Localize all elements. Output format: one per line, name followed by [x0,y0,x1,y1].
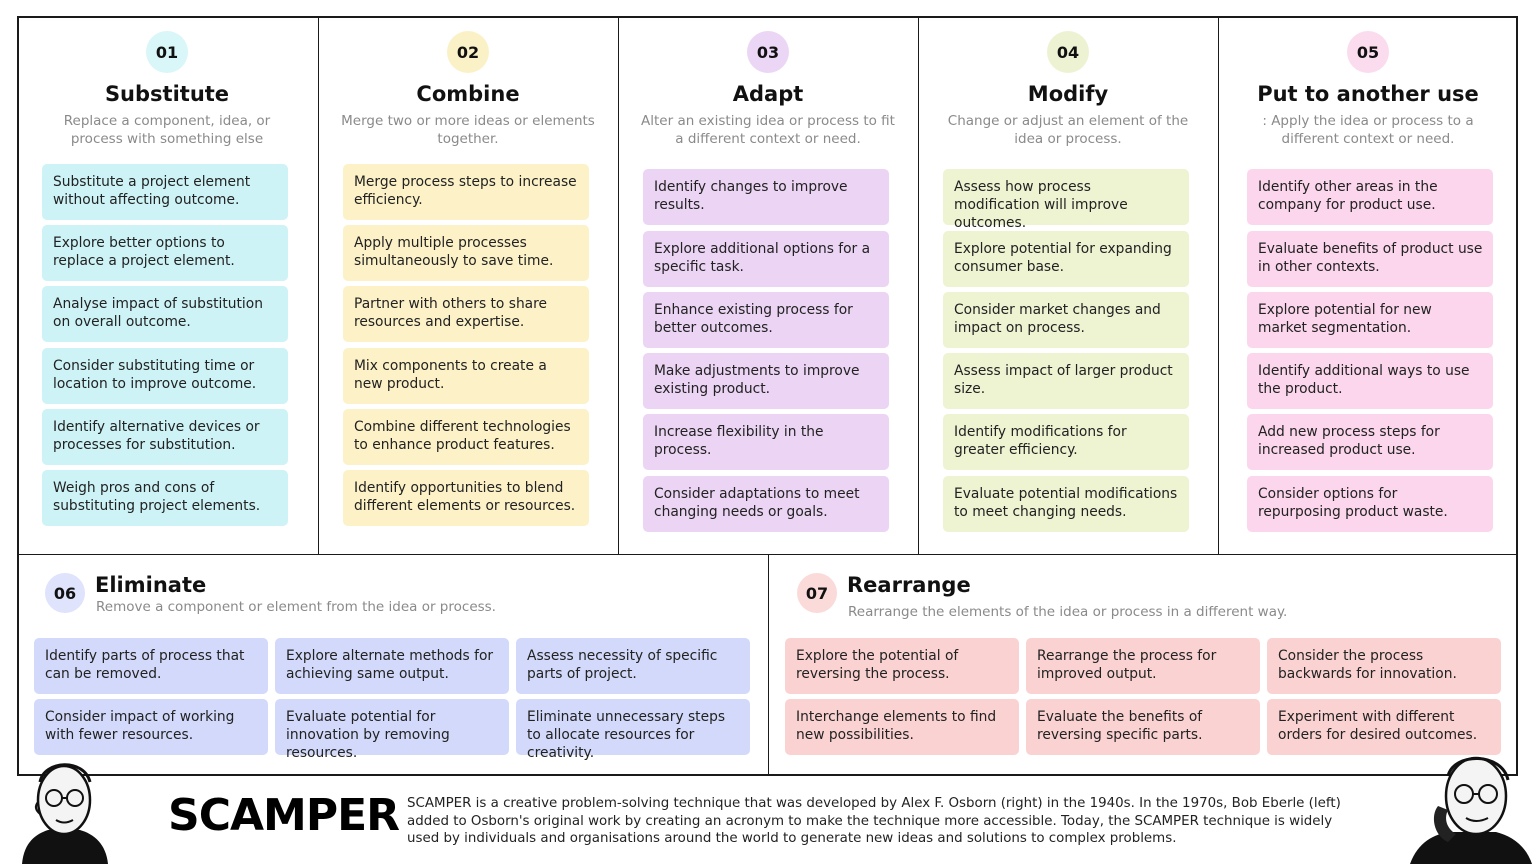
idea-card: Apply multiple processes simultaneously … [343,225,589,281]
idea-card: Partner with others to share resources a… [343,286,589,342]
idea-card: Explore better options to replace a proj… [42,225,288,281]
idea-card: Identify parts of process that can be re… [34,638,268,694]
scamper-logo: SCAMPER [168,790,400,841]
idea-card: Identify other areas in the company for … [1247,169,1493,225]
section-modify: 04 Modify Change or adjust an element of… [918,18,1218,554]
section-rearrange: 07 Rearrange Rearrange the elements of t… [769,555,1517,775]
section-subtitle: Rearrange the elements of the idea or pr… [848,604,1288,620]
idea-card: Mix components to create a new product. [343,348,589,404]
section-combine: 02 Combine Merge two or more ideas or el… [318,18,618,554]
idea-card: Experiment with different orders for des… [1267,699,1501,755]
section-title: Put to another use [1257,82,1479,106]
idea-card: Consider the process backwards for innov… [1267,638,1501,694]
divider [768,554,769,775]
idea-card: Identify modifications for greater effic… [943,414,1189,470]
idea-card: Identify additional ways to use the prod… [1247,353,1493,409]
section-title: Adapt [732,82,804,106]
section-subtitle: Alter an existing idea or process to fit… [641,113,895,147]
section-subtitle: Replace a component, idea, or process wi… [63,113,271,147]
idea-card: Consider substituting time or location t… [42,348,288,404]
section-title: Eliminate [95,573,207,597]
idea-card: Combine different technologies to enhanc… [343,409,589,465]
section-number: 07 [797,573,837,613]
section-subtitle: Merge two or more ideas or elements toge… [341,113,595,147]
idea-card: Identify alternative devices or processe… [42,409,288,465]
idea-card: Substitute a project element without aff… [42,164,288,220]
idea-card: Identify opportunities to blend differen… [343,470,589,526]
section-number: 02 [447,31,489,73]
idea-card: Explore potential for expanding consumer… [943,231,1189,287]
section-substitute: 01 Substitute Replace a component, idea,… [17,18,317,554]
idea-card: Explore the potential of reversing the p… [785,638,1019,694]
idea-card: Explore additional options for a specifi… [643,231,889,287]
idea-card: Evaluate potential for innovation by rem… [275,699,509,761]
divider [17,554,1517,555]
section-title: Substitute [104,82,230,106]
idea-card: Assess necessity of specific parts of pr… [516,638,750,694]
section-number: 03 [747,31,789,73]
idea-card: Increase flexibility in the process. [643,414,889,470]
divider [1218,17,1219,554]
bob-eberle-portrait [22,763,108,864]
idea-card: Consider market changes and impact on pr… [943,292,1189,348]
idea-card: Assess impact of larger product size. [943,353,1189,409]
idea-card: Identify changes to improve results. [643,169,889,225]
idea-card: Eliminate unnecessary steps to allocate … [516,699,750,761]
alex-osborn-portrait [1410,756,1532,864]
idea-card: Analyse impact of substitution on overal… [42,286,288,342]
section-number: 01 [146,31,188,73]
section-eliminate: 06 Eliminate Remove a component or eleme… [17,555,768,775]
idea-card: Add new process steps for increased prod… [1247,414,1493,470]
scamper-description: SCAMPER is a creative problem-solving te… [407,796,1341,846]
section-number: 04 [1047,31,1089,73]
idea-card: Consider adaptations to meet changing ne… [643,476,889,532]
idea-card: Evaluate the benefits of reversing speci… [1026,699,1260,755]
idea-card: Merge process steps to increase efficien… [343,164,589,220]
idea-card: Weigh pros and cons of substituting proj… [42,470,288,526]
idea-card: Make adjustments to improve existing pro… [643,353,889,409]
section-put-to-another-use: 05 Put to another use : Apply the idea o… [1218,18,1518,554]
section-title: Combine [416,82,520,106]
section-title: Modify [1027,82,1109,106]
divider [318,17,319,554]
idea-card: Consider options for repurposing product… [1247,476,1493,532]
section-number: 05 [1347,31,1389,73]
idea-card: Enhance existing process for better outc… [643,292,889,348]
divider [618,17,619,554]
idea-card: Explore alternate methods for achieving … [275,638,509,694]
idea-card: Explore potential for new market segment… [1247,292,1493,348]
idea-card: Assess how process modification will imp… [943,169,1189,231]
idea-card: Consider impact of working with fewer re… [34,699,268,755]
section-subtitle: Change or adjust an element of the idea … [947,113,1189,147]
section-number: 06 [45,573,85,613]
section-title: Rearrange [847,573,971,597]
idea-card: Interchange elements to find new possibi… [785,699,1019,755]
idea-card: Evaluate benefits of product use in othe… [1247,231,1493,287]
idea-card: Rearrange the process for improved outpu… [1026,638,1260,694]
scamper-board [17,16,1518,776]
section-subtitle: Remove a component or element from the i… [96,599,496,615]
divider [918,17,919,554]
section-adapt: 03 Adapt Alter an existing idea or proce… [618,18,918,554]
idea-card: Evaluate potential modifications to meet… [943,476,1189,532]
section-subtitle: : Apply the idea or process to a differe… [1262,113,1474,147]
